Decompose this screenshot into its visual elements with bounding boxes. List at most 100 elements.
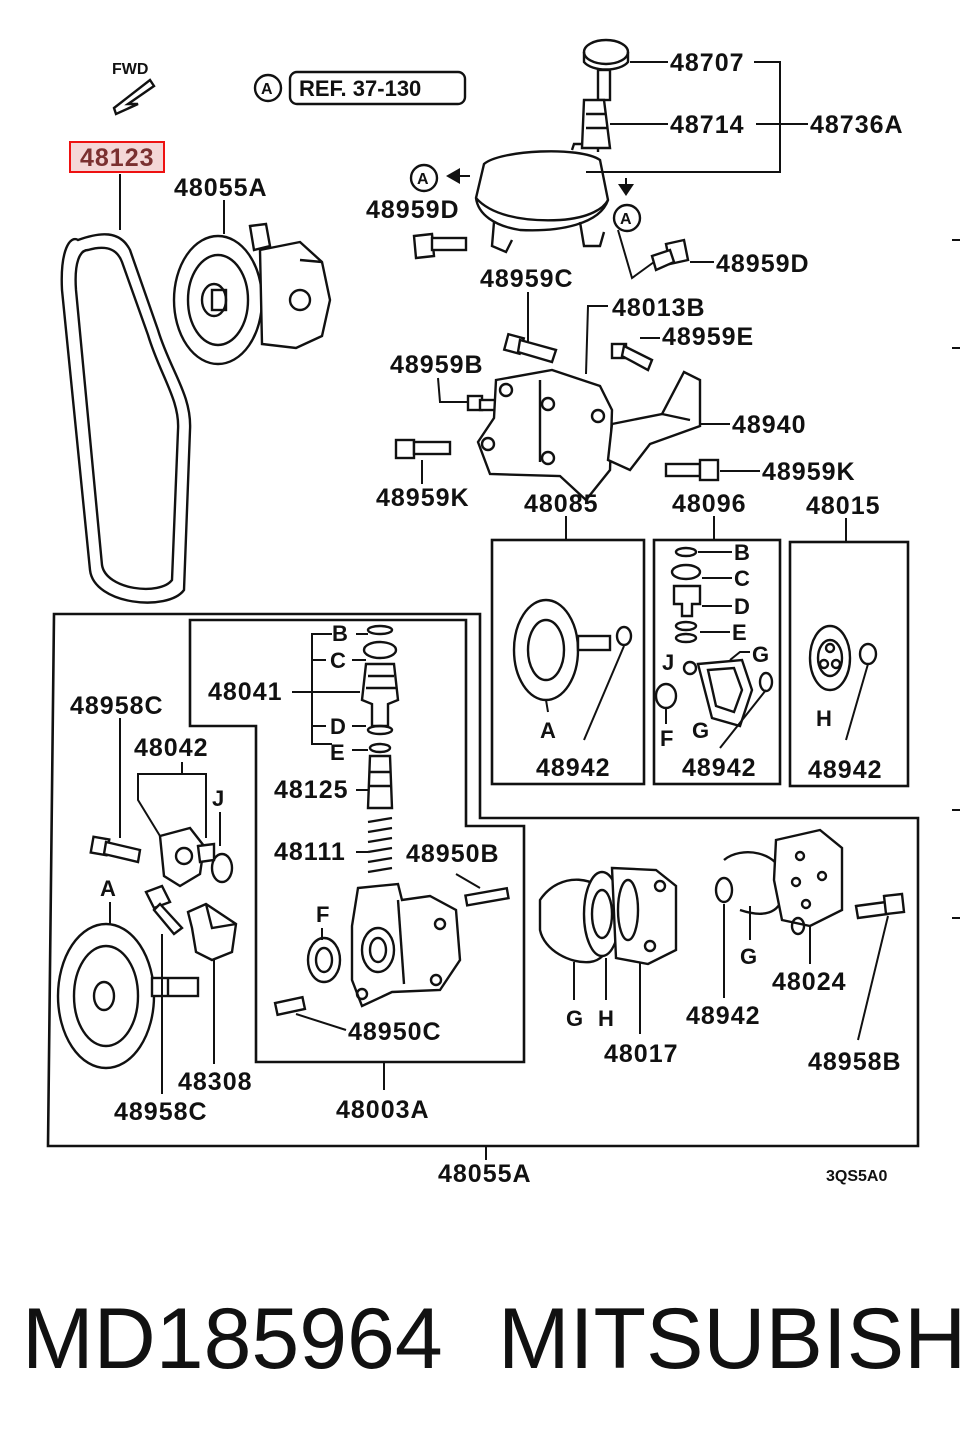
part-48736A[interactable]: 48736A [810,111,904,139]
cover-letter-g: G [566,1006,583,1031]
flow-valve-stack [360,624,400,874]
pin-48950C [273,995,307,1017]
part-48942-b[interactable]: 48942 [682,754,757,782]
bolt-48959C [502,332,558,364]
part-48942-a[interactable]: 48942 [536,754,611,782]
part-48041[interactable]: 48041 [208,678,283,706]
part-48707[interactable]: 48707 [670,49,745,77]
part-48055A-bottom[interactable]: 48055A [438,1160,532,1188]
bolt-48959K-left [394,438,452,460]
part-48085[interactable]: 48085 [524,490,599,518]
part-48950C[interactable]: 48950C [348,1018,442,1046]
drawing-code: 3QS5A0 [826,1168,887,1185]
part-48959K-left[interactable]: 48959K [376,484,470,512]
pump-body-48003A [306,882,462,1008]
cover-letter-h: H [598,1006,614,1031]
bolt-48958B [854,892,906,920]
part-48714[interactable]: 48714 [670,111,745,139]
part-48959C[interactable]: 48959C [480,265,574,293]
pump-assembly-top [172,222,332,366]
part-48959K-right[interactable]: 48959K [762,458,856,486]
part-48308[interactable]: 48308 [178,1068,253,1096]
part-48096[interactable]: 48096 [672,490,747,518]
housing-48042 [158,826,216,888]
part-48003A[interactable]: 48003A [336,1096,430,1124]
bolt-48959E [610,342,654,372]
pump-assembly-box [46,612,920,1148]
part-42-letter-j: J [212,786,224,811]
part-48958B[interactable]: 48958B [808,1048,902,1076]
pulley-part [56,922,200,1070]
pump-subassembly-box [188,618,526,1064]
fwd-arrow-icon [112,78,156,116]
valve-letter-c: C [330,648,346,673]
svg-text:A: A [417,171,429,188]
kit-48085-letter-a: A [540,718,556,743]
o-ring-j [210,852,234,884]
v-belt-part [60,233,192,604]
bolt-48959K-right [664,458,720,482]
circle-a-marker-right: A [612,178,655,280]
kit-48096-letter-f: F [660,726,673,751]
exploded-view-drawing: FWD A REF. 37-130 48123 48055A [46,38,960,1188]
bolt-48959B [466,394,506,412]
footer-caption: MD185964 MITSUBISHI [0,1290,960,1400]
kit-48096-letter-g1: G [752,642,769,667]
plate-letter-g: G [740,944,757,969]
bracket-48940 [606,370,702,472]
footer-part-number: MD185964 [22,1291,443,1387]
fwd-label: FWD [112,61,148,78]
svg-text:A: A [620,211,632,228]
part-48942-d[interactable]: 48942 [686,1002,761,1030]
ref-label: REF. 37-130 [299,76,421,101]
circle-a-marker-left: A [409,163,470,193]
part-48959B[interactable]: 48959B [390,351,484,379]
kit-48096-letter-b: B [734,540,750,565]
part-48055A-top[interactable]: 48055A [174,174,268,202]
pulley-letter-a: A [100,876,116,901]
part-48940[interactable]: 48940 [732,411,807,439]
reservoir-part [474,142,610,254]
part-48950B[interactable]: 48950B [406,840,500,868]
part-48125[interactable]: 48125 [274,776,349,804]
part-48015[interactable]: 48015 [806,492,881,520]
bolt-48959D-right [650,238,690,272]
part-48959E[interactable]: 48959E [662,323,754,351]
part-48942-c[interactable]: 48942 [808,756,883,784]
part-48013B[interactable]: 48013B [612,294,706,322]
highlighted-part-label[interactable]: 48123 [69,141,165,173]
bracket-48308 [186,902,238,962]
ref-marker: A REF. 37-130 [253,70,467,106]
svg-text:48123: 48123 [80,144,155,172]
ref-circle-letter: A [261,81,273,98]
valve-letter-d: D [330,714,346,739]
cartridge-kit-48015 [808,624,878,692]
footer-brand: MITSUBISHI [498,1291,960,1387]
part-48042[interactable]: 48042 [134,734,209,762]
kit-box-48015 [788,540,910,788]
part-48958C-bottom[interactable]: 48958C [114,1098,208,1126]
part-48111[interactable]: 48111 [274,838,346,866]
gasket-cover-48017 [538,866,678,966]
kit-box-48085 [490,538,646,786]
kit-48096-letter-j: J [662,650,674,675]
kit-48096-letter-e: E [732,620,747,645]
bracket-48013B [476,368,614,502]
kit-box-48096 [652,538,782,786]
bolt-48958C-top [89,835,142,864]
part-48959D-right[interactable]: 48959D [716,250,810,278]
pulley-kit-48085 [512,598,633,702]
bolt-48958C-bottom [144,884,184,936]
end-plate-48024 [714,828,844,936]
part-48017[interactable]: 48017 [604,1040,679,1068]
kit-48096-letter-d: D [734,594,750,619]
part-48958C-top[interactable]: 48958C [70,692,164,720]
part-48024[interactable]: 48024 [772,968,847,996]
reservoir-cap-part [580,38,630,150]
pump-letter-f: F [316,902,329,927]
kit-48096-letter-g2: G [692,718,709,743]
seal-kit-48096 [654,546,774,728]
valve-letter-b: B [332,621,348,646]
part-48959D-left[interactable]: 48959D [366,196,460,224]
